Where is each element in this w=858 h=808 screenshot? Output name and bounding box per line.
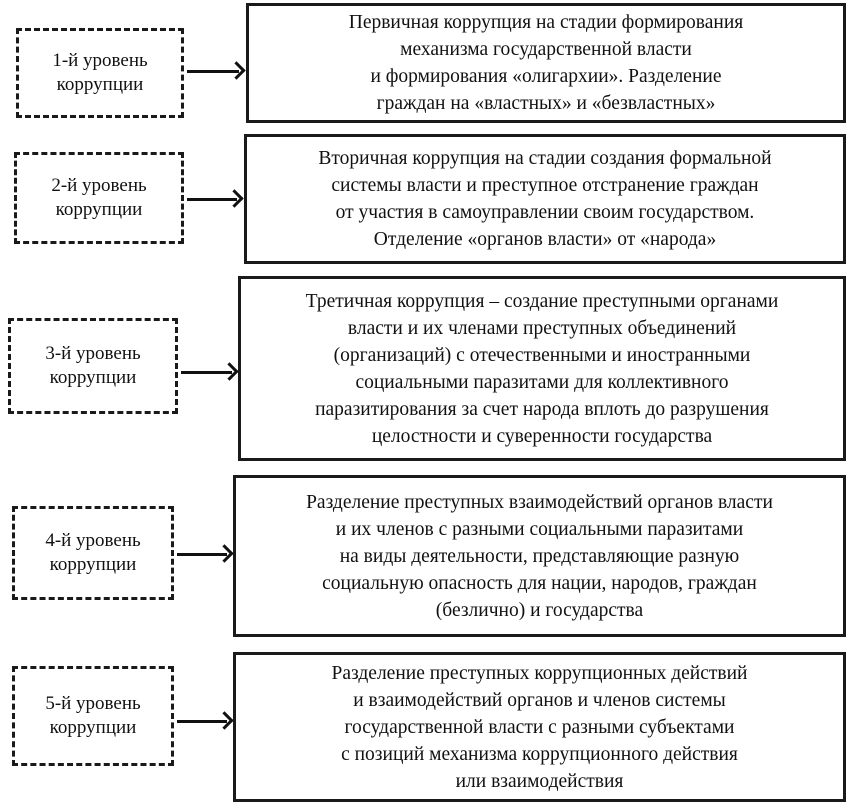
level-2-description-line: Отделение «органов власти» от «народа»	[373, 229, 717, 250]
level-3-description-line: власти и их членами преступных объединен…	[347, 317, 737, 339]
level-2-description-box: Вторичная коррупция на стадии создания ф…	[244, 134, 846, 264]
level-4-description-line: и их членов с разными социальными парази…	[335, 518, 744, 540]
level-2-box: 2-й уровень коррупции	[14, 152, 184, 244]
level-5-description-line: и взаимодействий органов и членов систем…	[353, 689, 726, 711]
level-3-description-line: Третичная коррупция – создание преступны…	[305, 290, 779, 312]
level-3-arrow	[181, 371, 232, 374]
level-3-title: 3-й уровень	[45, 343, 141, 364]
level-4-subtitle: коррупции	[49, 554, 137, 575]
level-1-description-line: механизма государственной власти	[400, 39, 692, 60]
level-3-description-line: паразитирования за счет народа вплоть до…	[315, 398, 769, 420]
level-5-box: 5-й уровень коррупции	[12, 666, 174, 766]
level-2-subtitle: коррупции	[55, 199, 143, 220]
level-4-description-line: на виды деятельности, представляющие раз…	[339, 545, 740, 567]
level-5-description-box: Разделение преступных коррупционных дейс…	[233, 652, 846, 802]
level-4-title: 4-й уровень	[45, 530, 141, 551]
level-5-title: 5-й уровень	[45, 693, 141, 714]
level-4-description-line: социальную опасность для нации, народов,…	[322, 572, 757, 594]
level-5-description-line: или взаимодействия	[455, 770, 624, 792]
level-2-arrow	[187, 198, 237, 201]
level-2-description-line: от участия в самоуправлении своим госуда…	[335, 202, 755, 223]
level-4-description-line: Разделение преступных взаимодействий орг…	[306, 491, 773, 513]
level-5-subtitle: коррупции	[49, 717, 137, 738]
level-4-description-line: (безлично) и государства	[435, 599, 644, 621]
level-1-title: 1-й уровень	[52, 50, 148, 71]
level-5-description-line: с позиций механизма коррупционного дейст…	[341, 743, 738, 765]
level-2-description-line: системы власти и преступное отстранение …	[331, 175, 759, 196]
level-5-description-line: Разделение преступных коррупционных дейс…	[331, 662, 748, 684]
level-3-description-line: (организаций) с отечественными и иностра…	[333, 344, 751, 366]
level-4-box: 4-й уровень коррупции	[12, 506, 174, 600]
level-1-description-line: и формирования «олигархии». Разделение	[370, 66, 722, 87]
level-1-description-line: граждан на «властных» и «безвластных»	[376, 93, 716, 114]
level-1-box: 1-й уровень коррупции	[16, 28, 184, 118]
level-5-description-line: государственной власти с разными субъект…	[344, 716, 735, 738]
level-1-description-line: Первичная коррупция на стадии формирован…	[348, 12, 744, 33]
level-1-description-box: Первичная коррупция на стадии формирован…	[246, 3, 846, 123]
level-3-description-box: Третичная коррупция – создание преступны…	[238, 276, 846, 461]
level-1-arrow	[187, 70, 239, 73]
level-5-arrow	[177, 720, 227, 723]
level-1-subtitle: коррупции	[56, 74, 144, 95]
level-2-title: 2-й уровень	[51, 175, 147, 196]
level-2-description-line: Вторичная коррупция на стадии создания ф…	[318, 148, 772, 169]
level-3-description-line: социальными паразитами для коллективного	[355, 371, 729, 393]
level-3-subtitle: коррупции	[49, 367, 137, 388]
level-4-arrow	[177, 553, 227, 556]
level-4-description-box: Разделение преступных взаимодействий орг…	[233, 475, 846, 637]
level-3-description-line: целостности и суверенности государства	[371, 425, 713, 447]
level-3-box: 3-й уровень коррупции	[8, 318, 178, 414]
